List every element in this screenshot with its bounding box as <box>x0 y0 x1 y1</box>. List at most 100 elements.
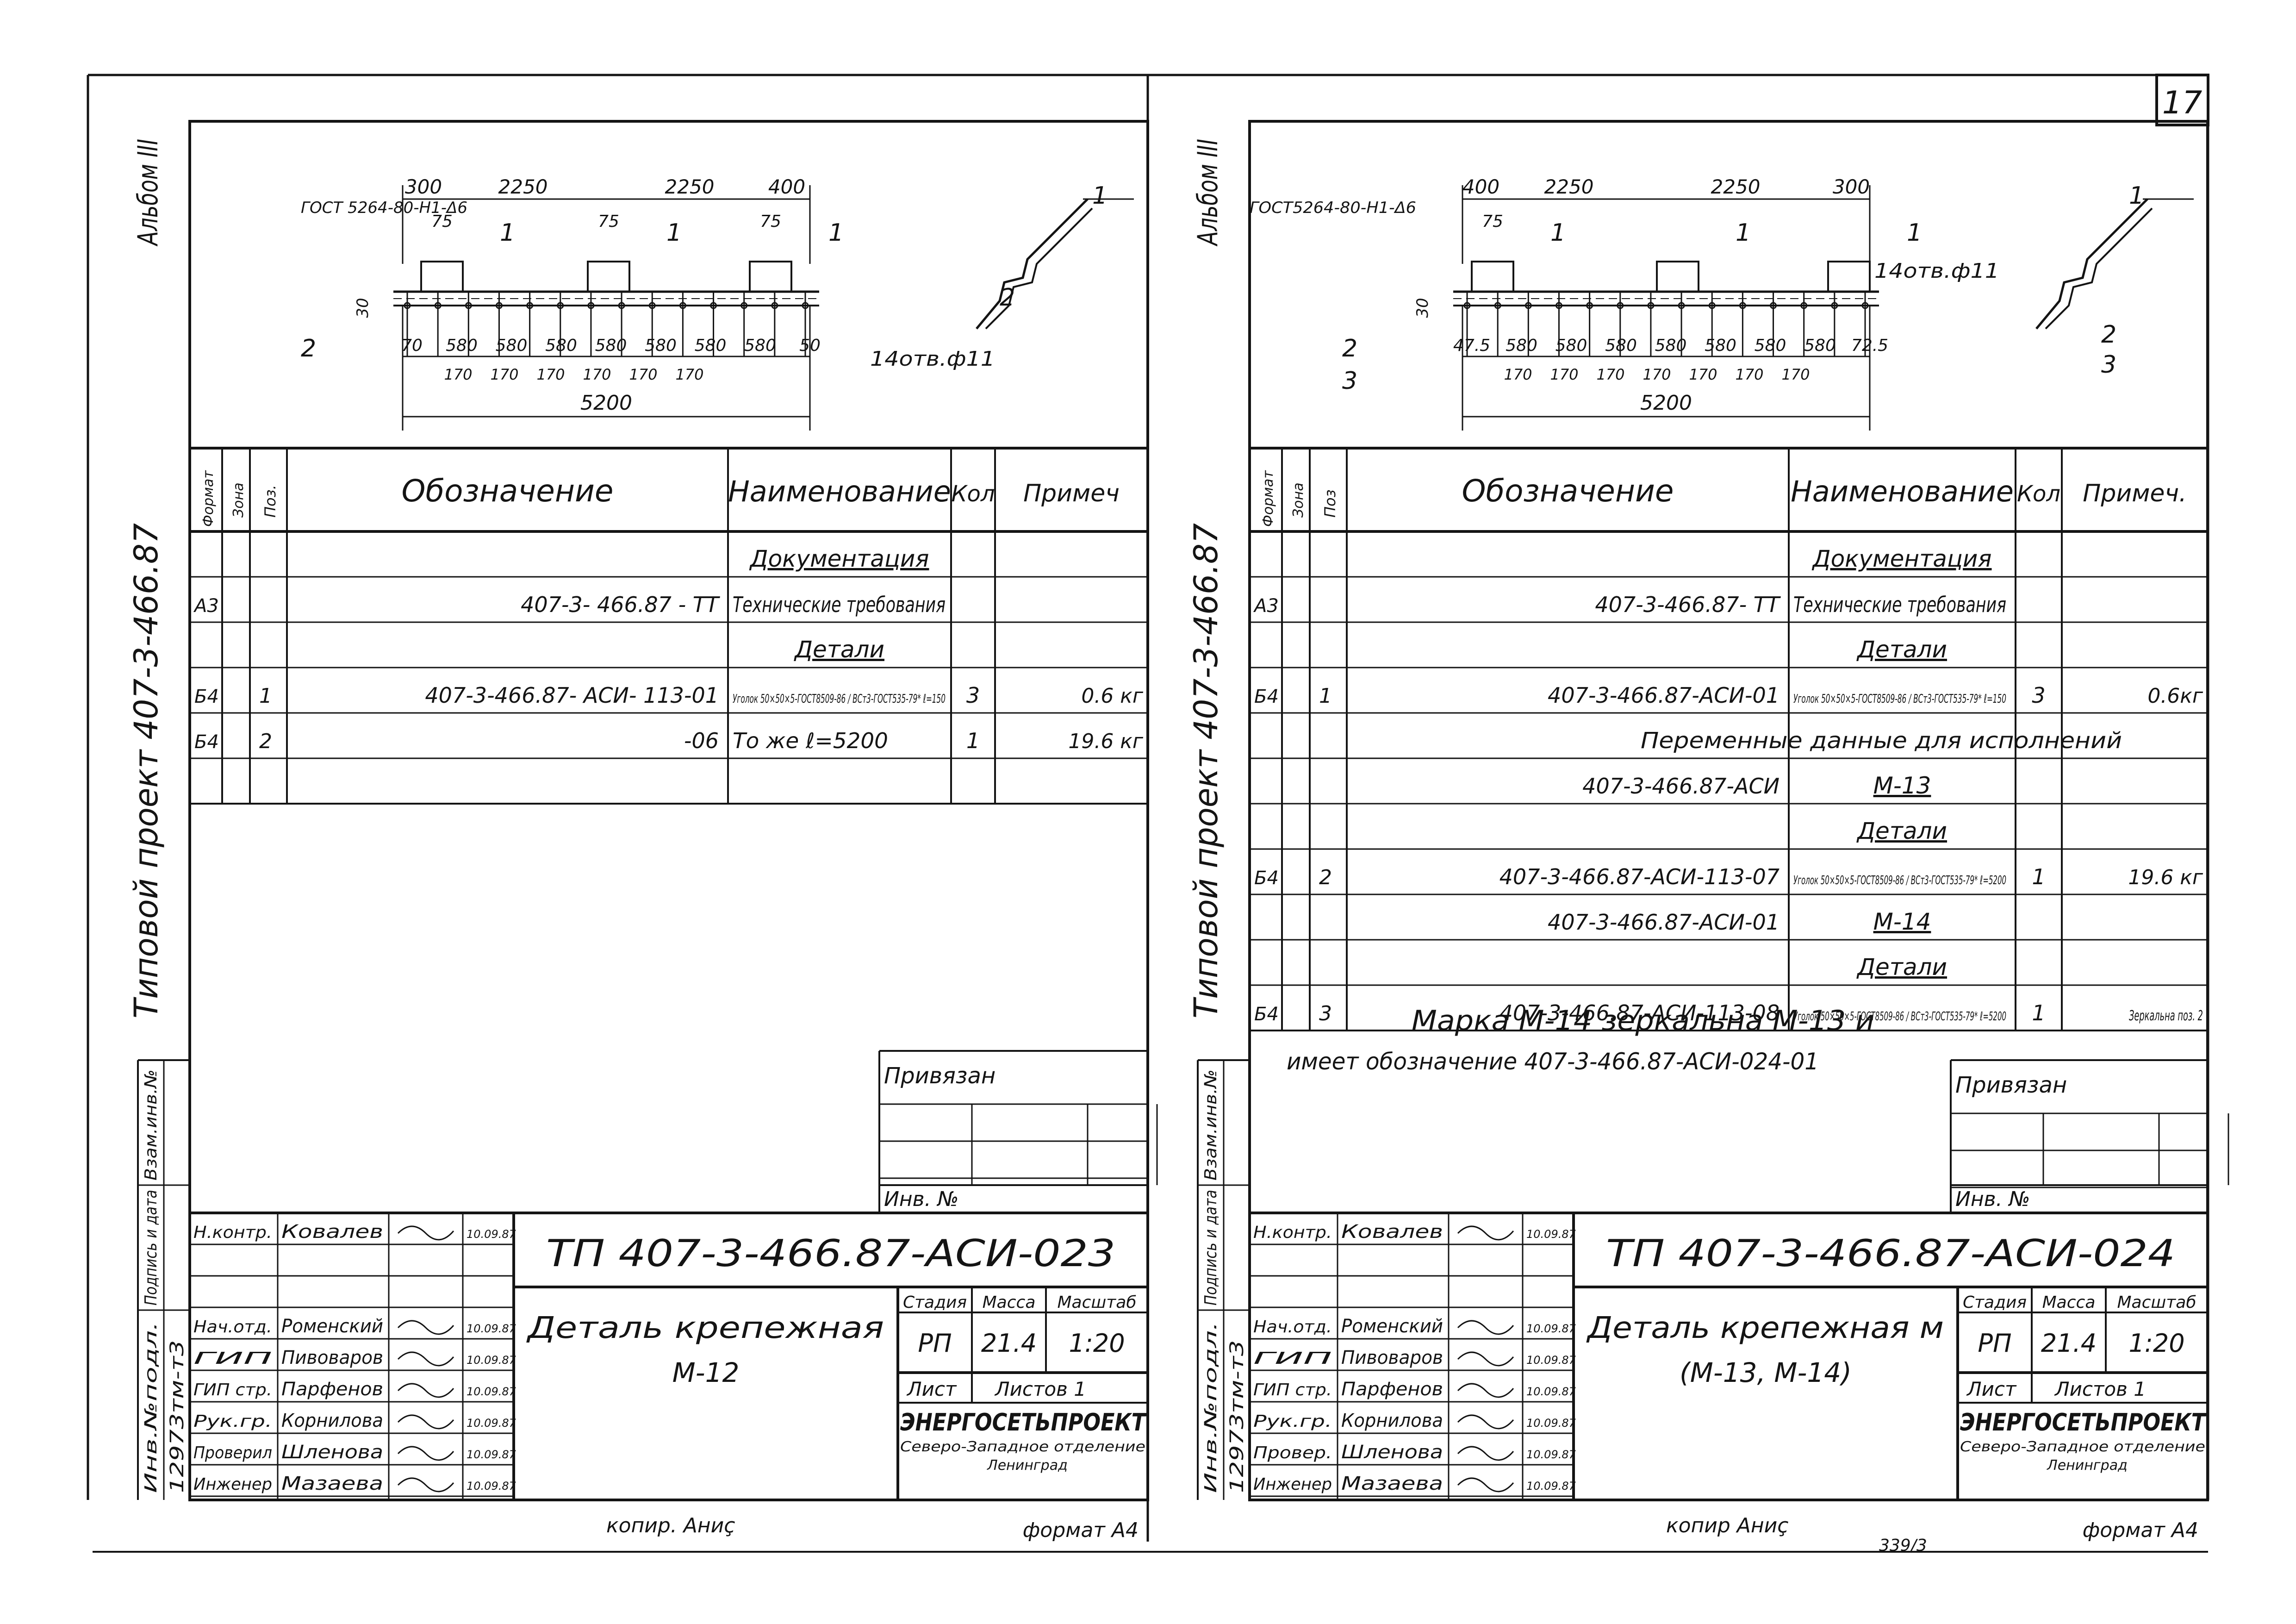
header-zone: Зона <box>230 482 247 518</box>
person-name: Роменский <box>1341 1316 1443 1337</box>
bottom-dimension: 580 <box>645 336 677 355</box>
sub-dimension: 170 <box>629 366 657 383</box>
header-format: Формат <box>200 470 217 527</box>
hole <box>1678 302 1685 309</box>
header-pos: Поз. <box>261 485 279 518</box>
sub-dimension: 170 <box>675 366 703 383</box>
hole <box>771 302 778 309</box>
signature-mark <box>397 1351 454 1367</box>
list-label: Лист <box>1966 1378 2017 1400</box>
person-name: Шленова <box>1341 1442 1443 1463</box>
bottom-dimension: 580 <box>1506 336 1537 355</box>
row-name: Уголок 50×50×5-ГОСТ8509-86 / ВСт3-ГОСТ53… <box>1793 1010 2006 1024</box>
signature-mark <box>1457 1446 1514 1461</box>
bottom-dimension: 580 <box>695 336 727 355</box>
header-zone: Зона <box>1290 482 1307 518</box>
vzam-label: Взам.инв.№ <box>142 1069 161 1181</box>
person-name: Пивоваров <box>281 1347 383 1368</box>
header-designation: Обозначение <box>402 473 614 509</box>
bottom-dimension: 580 <box>545 336 577 355</box>
person-role: Нач.отд. <box>193 1318 272 1337</box>
inv-no-label: Инв. № <box>884 1187 958 1211</box>
row-quantity: 1 <box>966 728 980 753</box>
person-date: 10.09.87 <box>467 1448 516 1461</box>
person-role: Инженер <box>1253 1475 1332 1494</box>
callout-number: 2 <box>2101 321 2116 349</box>
small-dimension: 75 <box>1482 212 1503 231</box>
height-dimension: 30 <box>1413 298 1432 318</box>
privyazan-label: Привязан <box>1955 1072 2067 1098</box>
row-format: А3 <box>193 595 219 617</box>
bottom-dimension: 580 <box>1655 336 1687 355</box>
angle-piece-3 <box>1827 261 1871 293</box>
top-dimension: 300 <box>1833 175 1870 198</box>
row-note: Зеркальна поз. 2 <box>2129 1008 2203 1024</box>
person-date: 10.09.87 <box>467 1385 516 1398</box>
sub-dimension: 170 <box>1689 366 1717 383</box>
callout-number: 1 <box>1736 219 1751 247</box>
bottom-dimension: 580 <box>744 336 776 355</box>
person-role: Проверил <box>193 1443 272 1462</box>
person-date: 10.09.87 <box>1526 1228 1576 1241</box>
person-role: Инженер <box>193 1475 272 1494</box>
top-dimension: 2250 <box>1544 175 1594 198</box>
sub-dimension: 170 <box>1504 366 1532 383</box>
person-role: Н.контр. <box>193 1223 272 1242</box>
callout-number: 3 <box>1342 367 1357 395</box>
copied-by: копир Аниҫ <box>1666 1514 1788 1537</box>
massa-value: 21.4 <box>981 1329 1037 1358</box>
holes-label: 14отв.ф11 <box>870 347 995 371</box>
small-dimension: 75 <box>431 212 453 231</box>
hole <box>495 302 503 309</box>
hole <box>710 302 717 309</box>
top-dimension: 2250 <box>498 175 548 198</box>
page-number: 17 <box>2162 85 2203 121</box>
callout-number: 1 <box>666 219 682 247</box>
listov-label: Листов 1 <box>2054 1378 2146 1400</box>
person-name: Пивоваров <box>1341 1347 1443 1368</box>
header-qty: Кол <box>2017 481 2060 507</box>
row-quantity: 3 <box>966 683 980 708</box>
person-name: Роменский <box>281 1316 383 1337</box>
row-note: 0.6 кг <box>1081 684 1144 708</box>
hole <box>1494 302 1501 309</box>
organization-city: Ленинград <box>2047 1457 2128 1474</box>
signature-mark <box>1457 1414 1514 1430</box>
sub-dimension: 170 <box>1781 366 1810 383</box>
person-date: 10.09.87 <box>1526 1480 1576 1493</box>
sub-dimension: 170 <box>536 366 565 383</box>
sub-dimension: 170 <box>1735 366 1763 383</box>
angle-piece-3 <box>749 261 792 293</box>
person-role: Провер. <box>1253 1443 1332 1462</box>
mark-note-line-2: имеет обозначение 407-3-466.87-АСИ-024-0… <box>1287 1048 1819 1075</box>
signature-mark <box>397 1446 454 1461</box>
bottom-dimension: 580 <box>496 336 528 355</box>
detail-title: Деталь крепежная м <box>1586 1311 1944 1345</box>
hole <box>1586 302 1593 309</box>
row-position: 3 <box>1319 1002 1332 1025</box>
bottom-dimension: 70 <box>401 336 423 355</box>
podpis-label: Подпись и дата <box>142 1190 161 1305</box>
signature-mark <box>397 1477 454 1493</box>
row-note: 19.6 кг <box>2128 866 2203 889</box>
hole <box>648 302 656 309</box>
massa-label: Масса <box>983 1293 1036 1312</box>
total-dimension: 5200 <box>580 391 632 415</box>
person-name: Ковалев <box>1341 1221 1443 1243</box>
hole <box>1708 302 1716 309</box>
masshtab-label: Масштаб <box>2117 1293 2196 1312</box>
bottom-dimension: 580 <box>1556 336 1587 355</box>
row-format: Б4 <box>1254 686 1279 707</box>
bottom-dimension: 580 <box>1755 336 1786 355</box>
detail-subtitle: М-12 <box>672 1357 740 1388</box>
masshtab-value: 1:20 <box>1069 1329 1125 1358</box>
row-section-title: Детали <box>1856 954 1947 981</box>
signature-mark <box>1457 1225 1514 1241</box>
row-quantity: 1 <box>2032 1000 2045 1025</box>
hole <box>1647 302 1655 309</box>
album-label: Альбом III <box>132 139 164 247</box>
row-format: А3 <box>1253 595 1279 617</box>
bottom-dimension: 580 <box>446 336 478 355</box>
callout-number: 1 <box>1092 182 1108 210</box>
